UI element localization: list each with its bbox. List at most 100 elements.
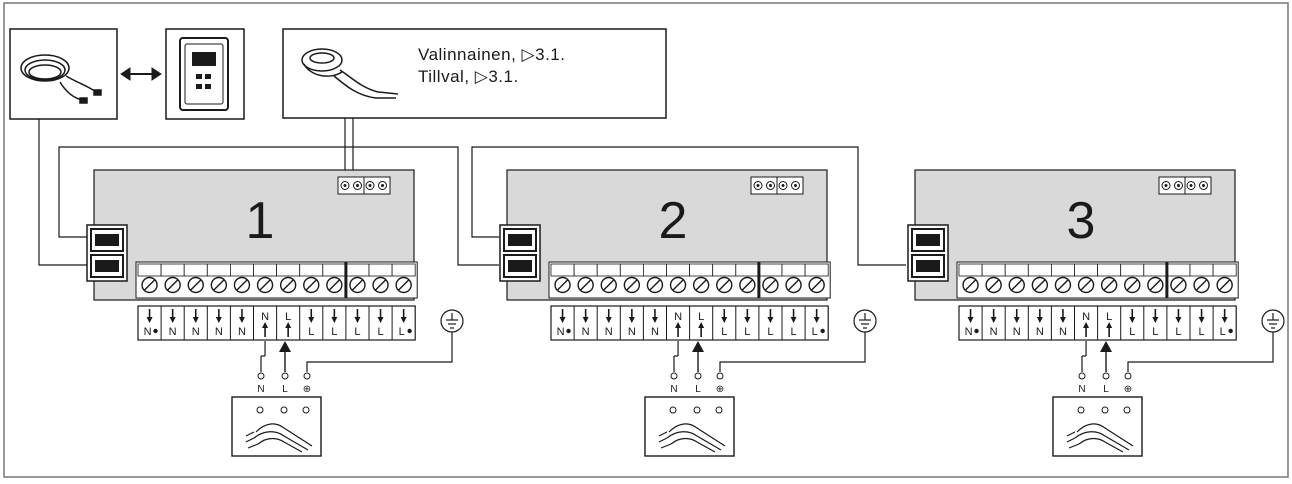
supply-box-terminal bbox=[669, 406, 677, 414]
terminal-label: N bbox=[651, 326, 659, 338]
sensor-terminal-screw bbox=[769, 184, 772, 187]
terminal-top bbox=[253, 263, 278, 277]
terminal-top bbox=[758, 263, 783, 277]
terminal-label: N bbox=[215, 326, 223, 338]
terminal-top bbox=[958, 263, 983, 277]
terminal-top bbox=[1027, 263, 1052, 277]
terminal-top bbox=[781, 263, 806, 277]
terminal-top bbox=[1166, 263, 1191, 277]
sensor-terminal-screw bbox=[794, 184, 797, 187]
terminal-top bbox=[299, 263, 324, 277]
terminal-label: L bbox=[285, 311, 291, 323]
terminal-label: L bbox=[790, 326, 796, 338]
terminal-out-arrowhead bbox=[146, 317, 153, 323]
terminal-screw-slot bbox=[190, 279, 202, 291]
bus-socket-pin bbox=[95, 234, 119, 246]
sensor-terminal-screw bbox=[343, 184, 347, 187]
terminal-label: L bbox=[399, 326, 405, 338]
terminal-label: N bbox=[1059, 326, 1067, 338]
supply-wire-pe bbox=[1127, 332, 1274, 372]
terminal-label: N bbox=[605, 326, 613, 338]
terminal-label: N bbox=[144, 326, 152, 338]
terminal-screw-slot bbox=[1103, 279, 1115, 291]
terminal-jumper-dot bbox=[820, 328, 825, 334]
sensor-option-box bbox=[282, 28, 667, 119]
terminal-screw-slot bbox=[398, 279, 410, 291]
supply-label: N bbox=[1078, 384, 1085, 395]
sensor-terminal-screw bbox=[756, 184, 760, 187]
terminal-out-arrowhead bbox=[377, 317, 384, 323]
terminal-out-arrowhead bbox=[354, 317, 361, 323]
terminal-screw-slot bbox=[1196, 279, 1208, 291]
terminal-out-arrowhead bbox=[400, 317, 407, 323]
terminal-screw-slot bbox=[167, 279, 179, 291]
terminal-out-arrowhead bbox=[790, 317, 797, 323]
supply-cable-strand bbox=[255, 423, 313, 447]
terminal-out-arrowhead bbox=[1175, 317, 1182, 323]
terminal-out-arrowhead bbox=[990, 317, 997, 323]
terminal-out-arrowhead bbox=[308, 317, 315, 323]
double-arrow-icon bbox=[120, 67, 162, 81]
terminal-label: L bbox=[1220, 326, 1226, 338]
terminal-screw-slot bbox=[375, 279, 387, 291]
supply-label: L bbox=[1103, 384, 1109, 395]
terminal-label: L bbox=[812, 326, 818, 338]
terminal-screw-slot bbox=[718, 279, 730, 291]
terminal-label: N bbox=[192, 326, 200, 338]
terminal-screw-slot bbox=[259, 279, 271, 291]
terminal-top bbox=[689, 263, 714, 277]
terminal-label: L bbox=[354, 326, 360, 338]
terminal-top bbox=[322, 263, 347, 277]
terminal-out-arrowhead bbox=[1152, 317, 1159, 323]
supply-terminal bbox=[281, 372, 289, 380]
sensor-terminal-screw bbox=[356, 184, 359, 187]
terminal-top bbox=[596, 263, 621, 277]
terminal-screw-slot bbox=[1057, 279, 1069, 291]
supply-terminal bbox=[1078, 372, 1086, 380]
terminal-screw-slot bbox=[741, 279, 753, 291]
terminal-top bbox=[642, 263, 667, 277]
terminal-top bbox=[712, 263, 737, 277]
terminal-feed-arrowhead bbox=[675, 322, 682, 328]
supply-label: ⊕ bbox=[303, 384, 311, 395]
control-unit-box bbox=[9, 28, 245, 120]
terminal-out-arrowhead bbox=[1013, 317, 1020, 323]
terminal-out-arrowhead bbox=[1221, 317, 1228, 323]
supply-box-terminal bbox=[715, 406, 723, 414]
supply-wire-pe bbox=[719, 332, 866, 372]
supply-box-terminal bbox=[1123, 406, 1131, 414]
terminal-top bbox=[550, 263, 575, 277]
supply-label: L bbox=[695, 384, 701, 395]
terminal-top bbox=[573, 263, 598, 277]
terminal-screw-slot bbox=[672, 279, 684, 291]
terminal-out-arrowhead bbox=[605, 317, 612, 323]
terminal-out-arrowhead bbox=[331, 317, 338, 323]
terminal-top bbox=[160, 263, 185, 277]
sensor-terminal-screw bbox=[381, 184, 384, 187]
terminal-screw-slot bbox=[1034, 279, 1046, 291]
terminal-label: N bbox=[628, 326, 636, 338]
bus-socket-pin bbox=[916, 260, 940, 272]
terminal-out-arrowhead bbox=[767, 317, 774, 323]
supply-label: N bbox=[257, 384, 264, 395]
terminal-label: L bbox=[1198, 326, 1204, 338]
supply-wire-l-arrow bbox=[1100, 341, 1112, 352]
bus-socket-pin bbox=[95, 260, 119, 272]
supply-cable-strand bbox=[668, 423, 726, 447]
terminal-label: L bbox=[721, 326, 727, 338]
terminal-feed-arrowhead bbox=[285, 322, 292, 328]
terminal-label: N bbox=[674, 311, 682, 323]
terminal-out-arrowhead bbox=[744, 317, 751, 323]
bus-socket-pin bbox=[508, 234, 532, 246]
bus-socket-pin bbox=[508, 260, 532, 272]
supply-terminal bbox=[303, 372, 311, 380]
terminal-top bbox=[1189, 263, 1214, 277]
terminal-jumper-dot bbox=[974, 328, 979, 334]
sensor-terminal-screw bbox=[1189, 184, 1193, 187]
supply-wire-pe bbox=[306, 332, 453, 372]
terminal-top bbox=[619, 263, 644, 277]
supply-cable-strand bbox=[666, 431, 722, 451]
terminal-label: L bbox=[767, 326, 773, 338]
